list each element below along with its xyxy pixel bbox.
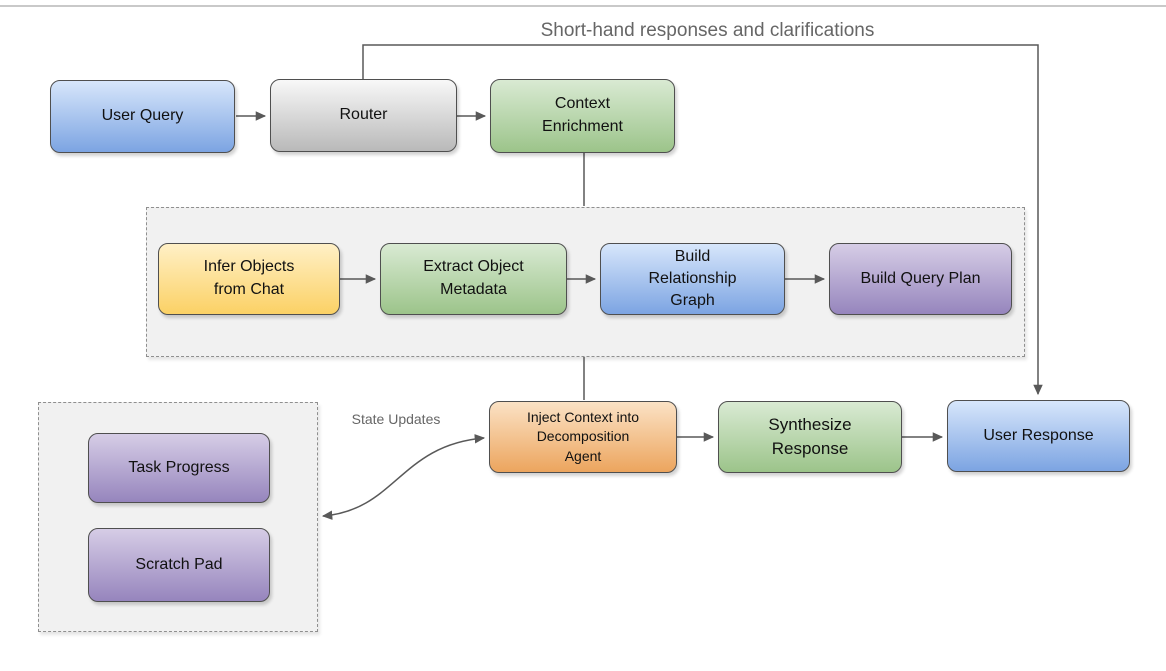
node-inject-context: Inject Context into Decomposition Agent — [489, 401, 677, 473]
page-top-divider — [0, 5, 1166, 7]
node-router: Router — [270, 79, 457, 152]
node-scratch-pad-label: Scratch Pad — [135, 555, 223, 573]
node-task-progress: Task Progress — [88, 433, 270, 503]
node-context-enrichment-label: Context Enrichment — [542, 95, 623, 135]
node-extract-metadata: Extract Object Metadata — [380, 243, 567, 315]
node-build-query-plan: Build Query Plan — [829, 243, 1012, 315]
state-updates-edge-label: State Updates — [351, 411, 441, 427]
node-synthesize-response-label: Synthesize Response — [768, 414, 852, 458]
node-user-query-label: User Query — [101, 107, 184, 125]
node-user-response: User Response — [947, 400, 1130, 472]
edge-router-user-response-feedback — [362, 44, 1043, 396]
node-infer-objects: Infer Objects from Chat — [158, 243, 340, 315]
node-inject-context-label: Inject Context into Decomposition Agent — [526, 408, 640, 464]
node-scratch-pad: Scratch Pad — [88, 528, 270, 602]
node-synthesize-response: Synthesize Response — [718, 401, 902, 473]
node-context-enrichment: Context Enrichment — [490, 79, 675, 153]
node-router-label: Router — [339, 106, 388, 124]
feedback-edge-label: Short-hand responses and clarifications — [540, 20, 875, 41]
node-task-progress-label: Task Progress — [128, 458, 230, 476]
node-user-query: User Query — [50, 80, 235, 153]
node-extract-metadata-label: Extract Object Metadata — [423, 258, 524, 298]
edge-state-updates-bidirectional — [321, 434, 486, 520]
node-infer-objects-label: Infer Objects from Chat — [203, 258, 295, 298]
node-build-graph: Build Relationship Graph — [600, 243, 785, 315]
node-build-query-plan-label: Build Query Plan — [860, 269, 981, 287]
node-user-response-label: User Response — [983, 426, 1094, 444]
node-build-graph-label: Build Relationship Graph — [648, 247, 737, 310]
